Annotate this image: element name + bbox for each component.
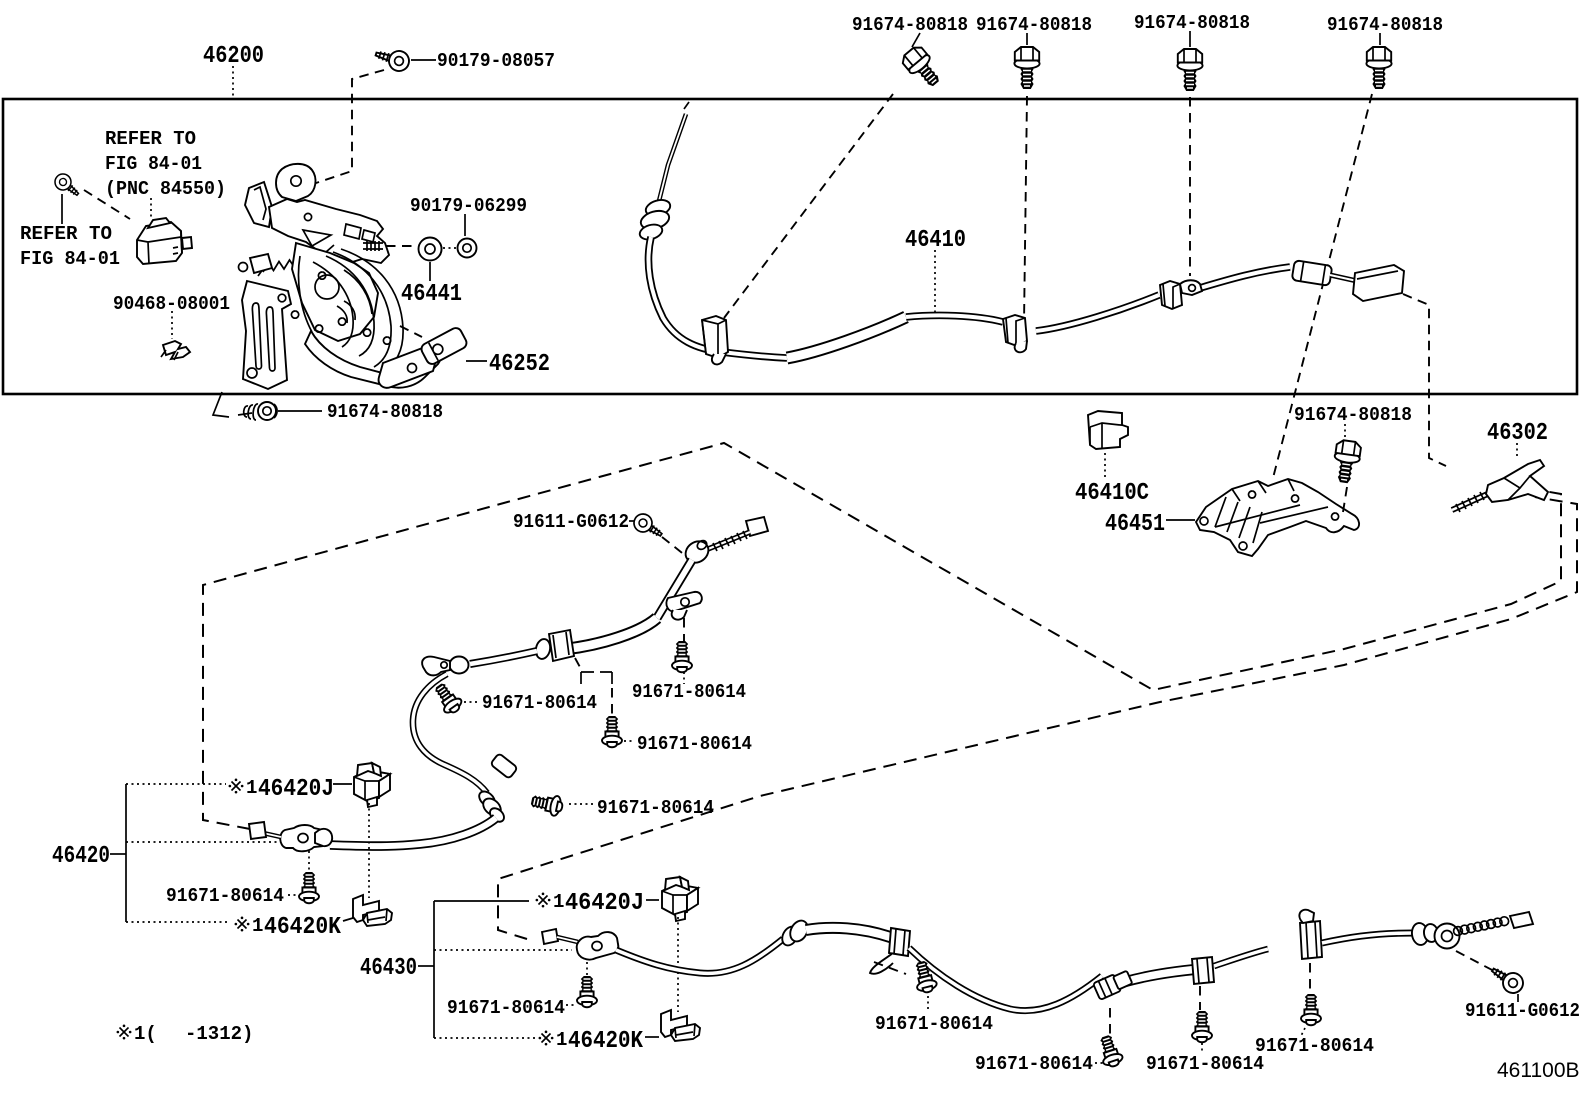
- svg-text:91674-80818: 91674-80818: [1294, 404, 1412, 426]
- svg-text:1: 1: [553, 891, 564, 913]
- svg-text:91671-80614: 91671-80614: [637, 733, 752, 755]
- svg-text:46441: 46441: [401, 281, 462, 308]
- svg-text:91674-80818: 91674-80818: [327, 401, 443, 423]
- svg-text:1: 1: [246, 777, 257, 799]
- svg-text:46410: 46410: [905, 227, 966, 254]
- svg-text:1(: 1(: [134, 1023, 157, 1045]
- svg-text:91671-80614: 91671-80614: [447, 997, 565, 1019]
- svg-text:91671-80614: 91671-80614: [166, 885, 284, 907]
- svg-text:46420J: 46420J: [258, 776, 334, 803]
- svg-text:-1312): -1312): [185, 1023, 253, 1045]
- svg-text:90179-08057: 90179-08057: [437, 50, 555, 72]
- svg-text:REFER TO: REFER TO: [20, 223, 112, 245]
- svg-text:91671-80614: 91671-80614: [482, 692, 597, 714]
- svg-text:REFER TO: REFER TO: [105, 128, 196, 150]
- svg-text:461100B: 461100B: [1497, 1059, 1580, 1082]
- svg-text:1: 1: [252, 915, 263, 937]
- svg-text:91671-80614: 91671-80614: [632, 681, 746, 703]
- svg-text:46420J: 46420J: [565, 890, 644, 917]
- svg-text:1: 1: [556, 1029, 567, 1051]
- svg-text:46451: 46451: [1105, 511, 1165, 538]
- svg-text:91671-80614: 91671-80614: [597, 797, 714, 819]
- svg-text:91674-80818: 91674-80818: [1327, 14, 1443, 36]
- svg-text:46420K: 46420K: [264, 914, 342, 941]
- svg-text:91674-80818: 91674-80818: [976, 14, 1092, 36]
- svg-text:46430: 46430: [360, 955, 417, 982]
- svg-text:(PNC 84550): (PNC 84550): [105, 178, 226, 200]
- svg-text:91674-80818: 91674-80818: [852, 14, 968, 36]
- svg-text:46420: 46420: [52, 843, 110, 870]
- svg-text:91671-80614: 91671-80614: [975, 1053, 1093, 1075]
- svg-text:46420K: 46420K: [568, 1028, 644, 1055]
- svg-text:FIG 84-01: FIG 84-01: [20, 248, 120, 270]
- svg-text:90179-06299: 90179-06299: [410, 195, 527, 217]
- svg-text:91611-G0612: 91611-G0612: [1465, 1000, 1580, 1022]
- svg-text:FIG 84-01: FIG 84-01: [105, 153, 202, 175]
- svg-text:46200: 46200: [203, 43, 264, 70]
- svg-text:46302: 46302: [1487, 420, 1548, 447]
- svg-text:91671-80614: 91671-80614: [875, 1013, 993, 1035]
- svg-text:91671-80614: 91671-80614: [1255, 1035, 1374, 1057]
- svg-text:91611-G0612: 91611-G0612: [513, 511, 629, 533]
- svg-text:46410C: 46410C: [1075, 480, 1149, 507]
- svg-text:46252: 46252: [489, 351, 550, 378]
- svg-text:91671-80614: 91671-80614: [1146, 1053, 1264, 1075]
- svg-text:91674-80818: 91674-80818: [1134, 12, 1250, 34]
- svg-text:90468-08001: 90468-08001: [113, 293, 230, 315]
